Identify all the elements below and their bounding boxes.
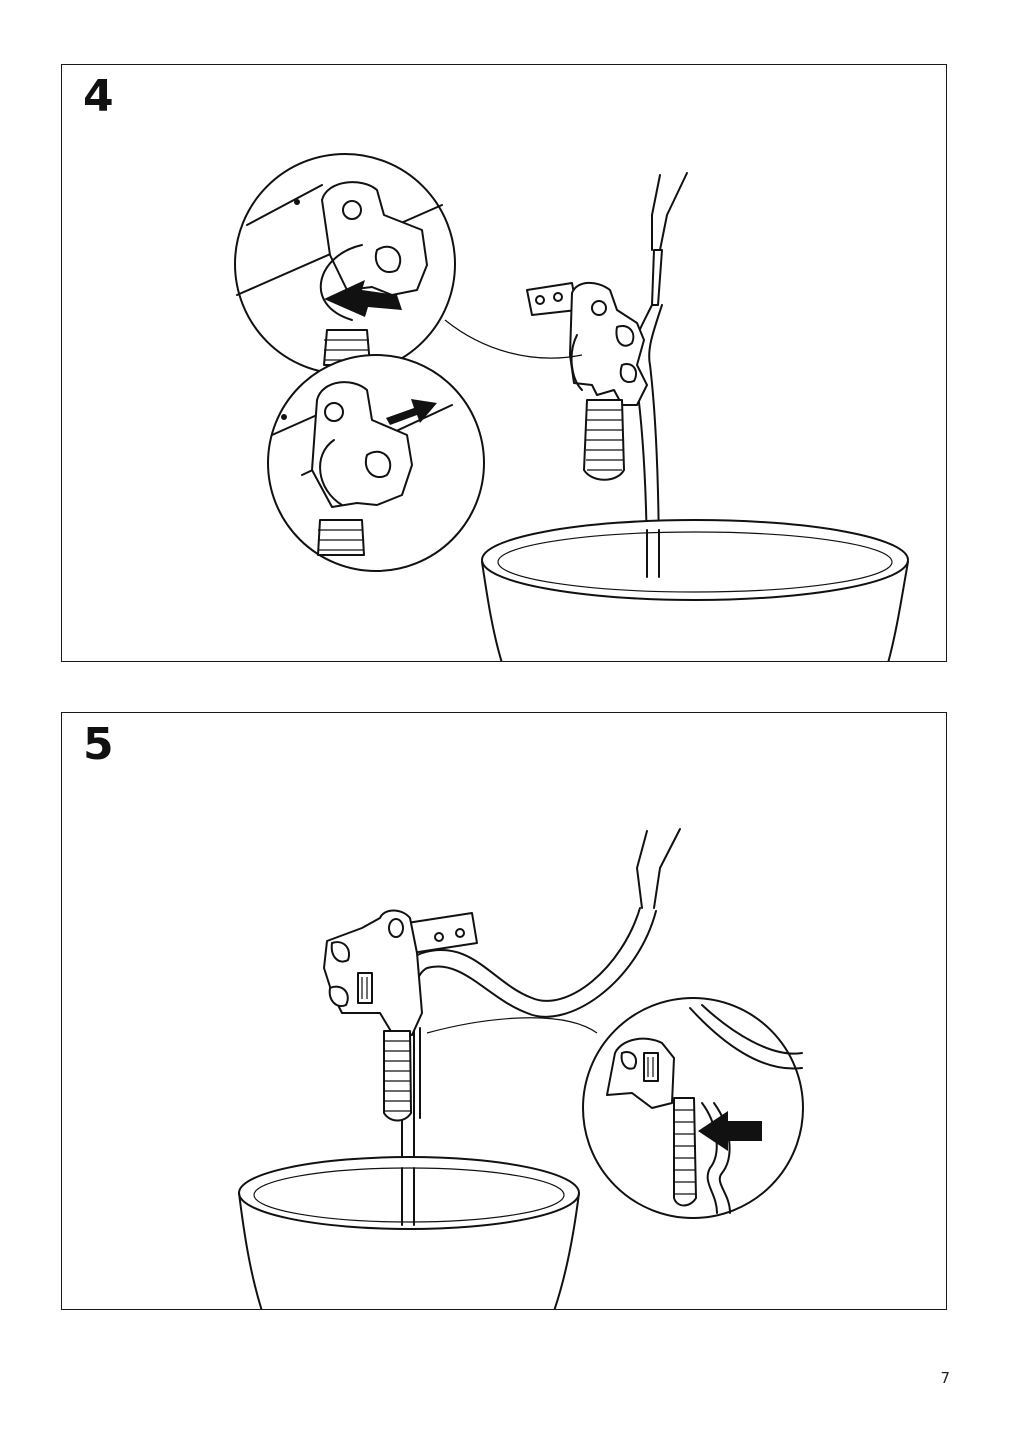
step-number: 4	[83, 71, 114, 122]
detail-circle-bottom	[267, 354, 485, 572]
step-4-illustration	[234, 153, 909, 661]
lamp-base-bowl	[238, 1156, 580, 1309]
detail-circle	[582, 997, 804, 1219]
step-number: 5	[83, 719, 114, 770]
step-5-illustration	[238, 828, 804, 1309]
page-number: 7	[940, 1369, 950, 1387]
detail-circle-top	[234, 153, 456, 375]
step-5-panel: 5	[61, 712, 947, 1310]
step-4-panel: 4	[61, 64, 947, 662]
callout-connector	[426, 1017, 598, 1034]
wire-leads	[636, 828, 681, 909]
threaded-screw	[583, 399, 625, 481]
cord-bracket	[323, 909, 478, 1036]
threaded-screw	[383, 1027, 421, 1122]
lamp-base-bowl	[481, 519, 909, 661]
cord-bracket	[526, 281, 648, 406]
wire-leads	[651, 172, 688, 306]
callout-connector	[444, 319, 583, 359]
